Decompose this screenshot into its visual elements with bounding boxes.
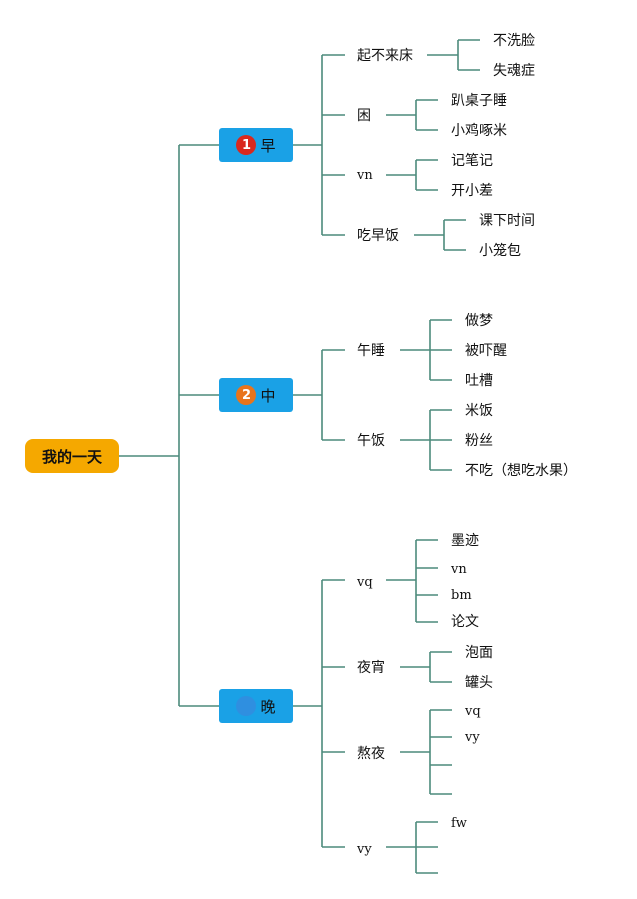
leaf-node[interactable]: fw xyxy=(451,816,467,831)
subtopic-node[interactable]: vy xyxy=(357,842,372,857)
leaf-node[interactable]: 论文 xyxy=(451,614,479,630)
leaf-node[interactable]: 做梦 xyxy=(465,313,493,329)
subtopic-node[interactable]: 午饭 xyxy=(357,433,385,449)
leaf-node[interactable]: 墨迹 xyxy=(451,533,479,549)
subtopic-node[interactable]: 夜宵 xyxy=(357,660,385,676)
leaf-node[interactable]: 小笼包 xyxy=(479,243,521,259)
branch-node-noon[interactable]: 2 中 xyxy=(219,378,293,412)
subtopic-node[interactable]: 熬夜 xyxy=(357,746,385,762)
leaf-node[interactable]: 被吓醒 xyxy=(465,343,507,359)
branch-node-morning[interactable]: 1 早 xyxy=(219,128,293,162)
leaf-node[interactable]: bm xyxy=(451,588,472,603)
leaf-node[interactable]: 趴桌子睡 xyxy=(451,93,507,109)
leaf-node[interactable]: 吐槽 xyxy=(465,373,493,389)
leaf-node[interactable]: 泡面 xyxy=(465,645,493,661)
leaf-node[interactable]: 开小差 xyxy=(451,183,493,199)
subtopic-node[interactable]: vn xyxy=(357,168,373,183)
leaf-node[interactable]: 不洗脸 xyxy=(493,33,535,49)
leaf-node[interactable]: 罐头 xyxy=(465,675,493,691)
branch-label-noon: 中 xyxy=(260,386,276,405)
leaf-node[interactable]: 失魂症 xyxy=(493,63,535,79)
priority-3-badge-icon xyxy=(236,696,257,716)
subtopic-node[interactable]: 午睡 xyxy=(357,343,385,359)
leaf-node[interactable]: vy xyxy=(465,730,480,745)
branch-node-evening[interactable]: 晚 xyxy=(219,689,293,723)
leaf-node[interactable]: 不吃（想吃水果） xyxy=(465,463,577,479)
leaf-node[interactable]: 粉丝 xyxy=(465,433,493,449)
leaf-node[interactable]: 记笔记 xyxy=(451,153,493,169)
priority-1-badge-icon: 1 xyxy=(236,135,257,155)
branch-label-morning: 早 xyxy=(260,136,276,155)
branch-label-evening: 晚 xyxy=(260,697,276,716)
leaf-node[interactable]: vq xyxy=(465,704,481,719)
priority-2-badge-icon: 2 xyxy=(236,385,257,405)
leaf-node[interactable]: 米饭 xyxy=(465,403,493,419)
subtopic-node[interactable]: 起不来床 xyxy=(357,48,413,64)
subtopic-node[interactable]: vq xyxy=(357,575,373,590)
leaf-node[interactable]: 小鸡啄米 xyxy=(451,123,507,139)
root-node[interactable]: 我的一天 xyxy=(25,439,119,473)
leaf-node[interactable]: 课下时间 xyxy=(479,213,535,229)
subtopic-node[interactable]: 吃早饭 xyxy=(357,228,399,244)
root-label: 我的一天 xyxy=(41,447,102,466)
leaf-node[interactable]: vn xyxy=(451,562,467,577)
subtopic-node[interactable]: 困 xyxy=(357,108,371,124)
